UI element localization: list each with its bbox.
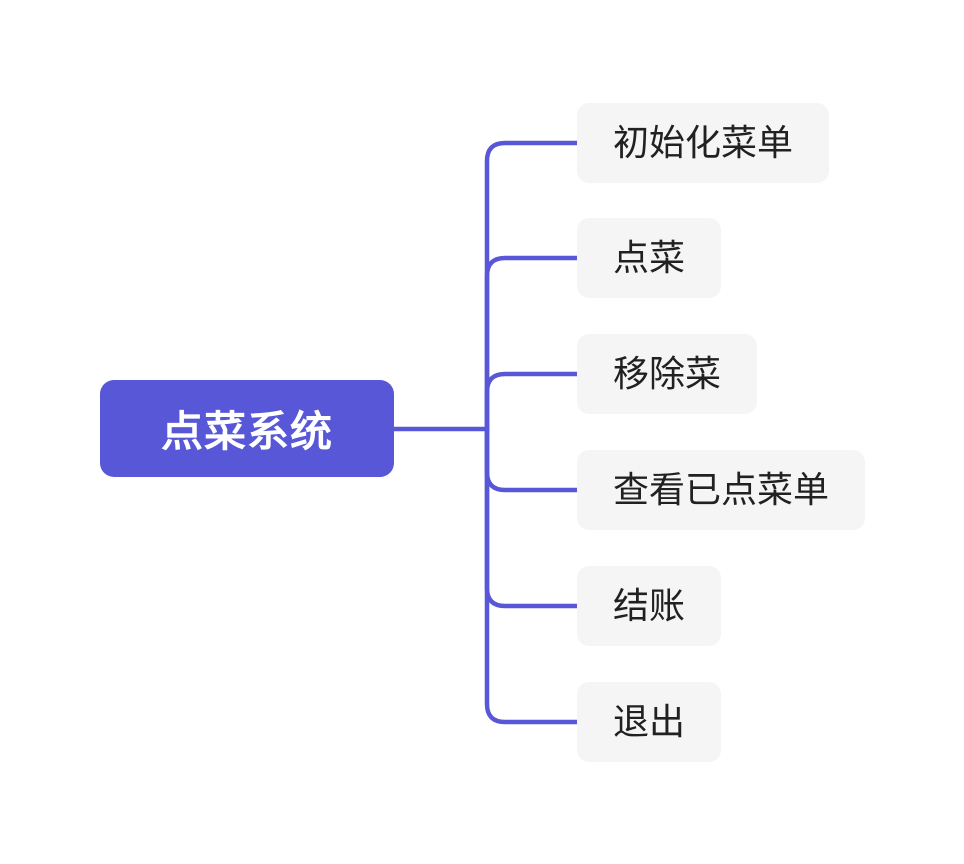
connector-branch-4: [484, 426, 580, 493]
child-node-5[interactable]: 结账: [577, 566, 722, 646]
child-node-2[interactable]: 点菜: [577, 218, 722, 298]
root-node[interactable]: 点菜系统: [100, 380, 394, 477]
connector-branch-3: [484, 371, 580, 432]
connector-branch-2: [484, 255, 580, 432]
connector-branch-5: [484, 426, 580, 609]
connector-branch-6: [484, 426, 580, 725]
child-node-4[interactable]: 查看已点菜单: [577, 450, 866, 530]
child-node-6[interactable]: 退出: [577, 682, 722, 762]
child-node-3[interactable]: 移除菜: [577, 334, 758, 414]
child-node-1[interactable]: 初始化菜单: [577, 103, 830, 183]
connector-branch-1: [484, 140, 580, 432]
